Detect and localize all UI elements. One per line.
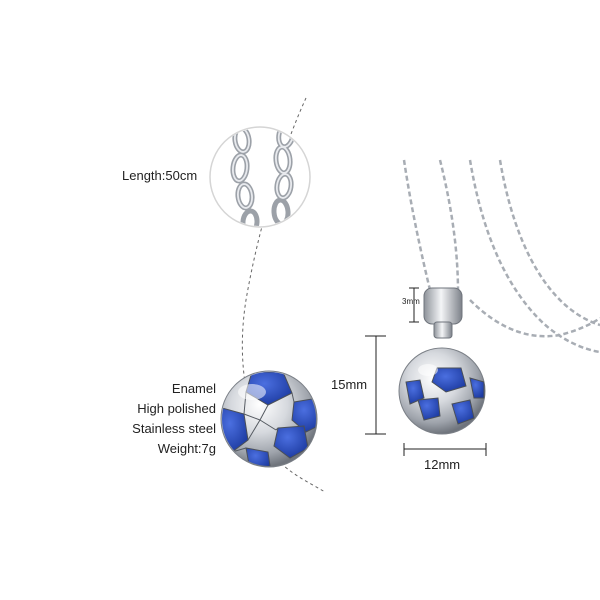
- bail-dimension-label: 3mm: [402, 297, 420, 306]
- spec-weight: Weight:7g: [157, 441, 216, 456]
- spec-material-steel: Stainless steel: [132, 421, 216, 436]
- height-dimension-label: 15mm: [331, 377, 368, 392]
- spec-list: Enamel High polished Stainless steel Wei…: [132, 379, 216, 459]
- soccer-ball-pendant: [398, 347, 486, 435]
- width-dimension-label: 12mm: [424, 457, 461, 472]
- chain-zoom-circle: [209, 126, 311, 228]
- soccer-ball-closeup: [220, 370, 318, 468]
- length-label: Length:50cm: [122, 168, 198, 183]
- spec-finish: High polished: [137, 401, 216, 416]
- pendant-bail: [423, 287, 463, 339]
- spec-material-enamel: Enamel: [171, 381, 216, 396]
- necklace-chain: [402, 159, 600, 354]
- dimension-lines: [365, 287, 487, 456]
